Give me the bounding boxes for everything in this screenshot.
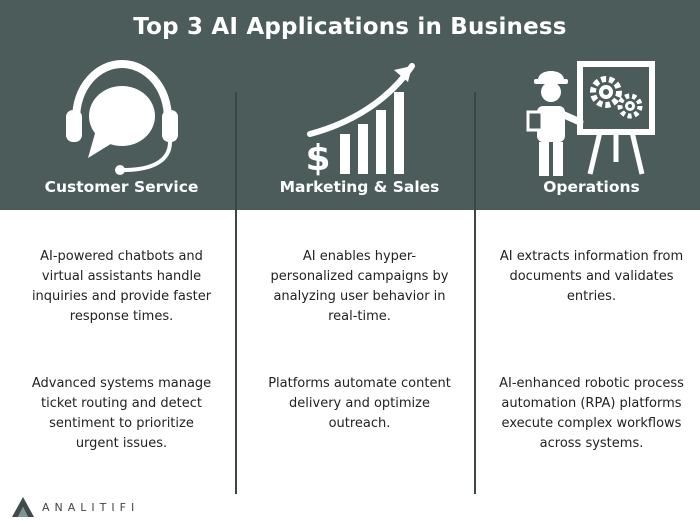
- column-heading: Customer Service: [44, 178, 199, 196]
- column-customer-service: Customer Service AI-powered chatbots and…: [5, 0, 238, 525]
- column-divider: [474, 92, 476, 494]
- brand-logo: ANALITIFI: [12, 496, 139, 518]
- brand-name: ANALITIFI: [42, 500, 140, 514]
- page-title: Top 3 AI Applications in Business: [133, 14, 567, 40]
- headset-chat-icon: [5, 58, 238, 178]
- growth-chart-dollar-icon: $: [243, 58, 476, 178]
- column-paragraph: Advanced systems manage ticket routing a…: [31, 376, 212, 451]
- column-divider: [235, 92, 237, 494]
- column-heading: Operations: [543, 178, 640, 196]
- worker-presentation-gears-icon: [475, 58, 700, 178]
- column-operations: Operations AI extracts information from …: [475, 0, 700, 525]
- svg-text:$: $: [305, 138, 330, 178]
- column-paragraph: AI extracts information from documents a…: [499, 249, 684, 304]
- column-marketing-sales: $ Marketing & Sales AI enables hyper-per…: [243, 0, 476, 525]
- analitifi-logo-icon: [12, 497, 34, 517]
- column-heading: Marketing & Sales: [279, 178, 440, 196]
- column-paragraph: AI enables hyper-personalized campaigns …: [270, 249, 449, 324]
- column-paragraph: AI-enhanced robotic process automation (…: [499, 376, 684, 451]
- column-paragraph: Platforms automate content delivery and …: [268, 376, 451, 431]
- column-paragraph: AI-powered chatbots and virtual assistan…: [31, 249, 212, 324]
